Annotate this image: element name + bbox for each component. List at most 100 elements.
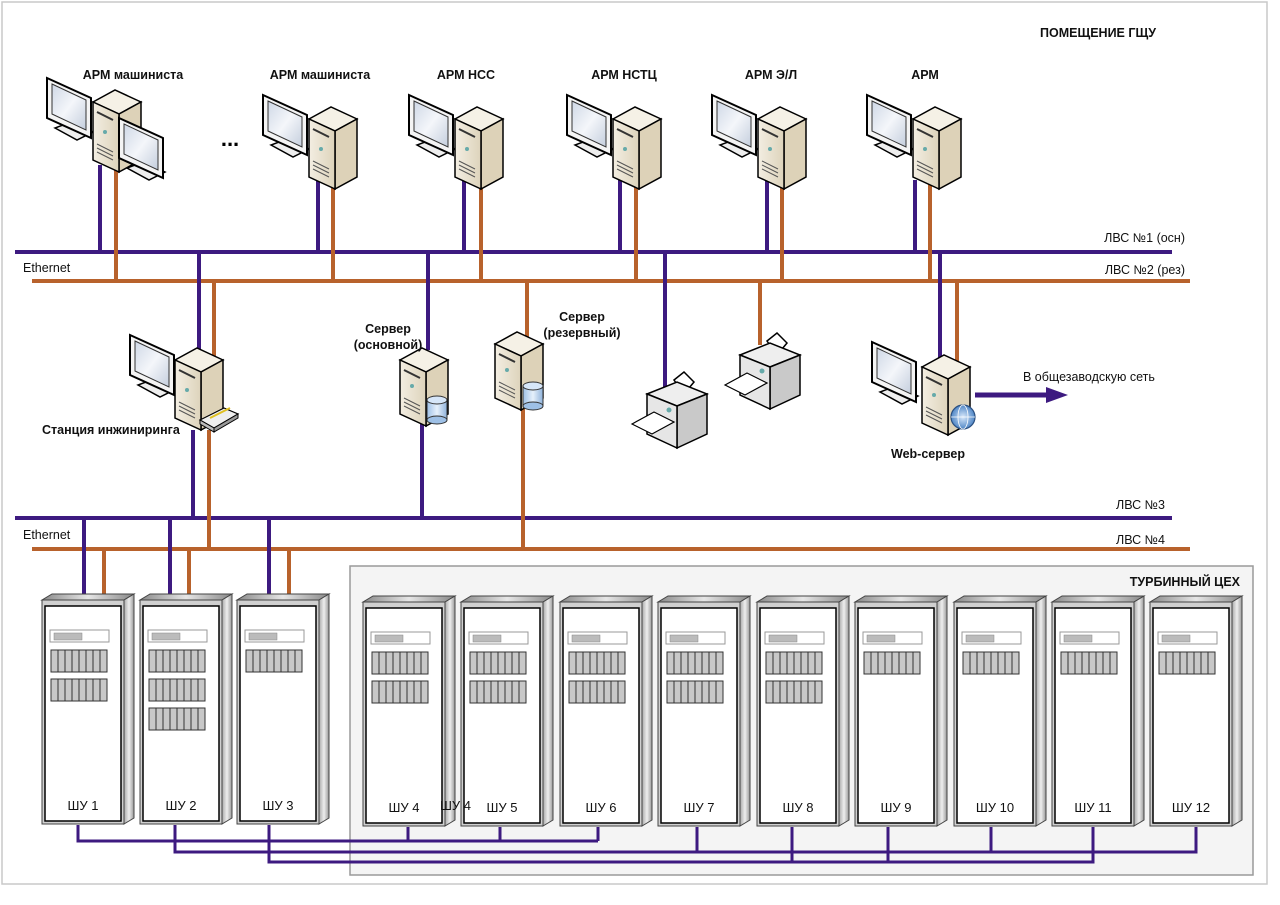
workstation[interactable] bbox=[408, 93, 505, 191]
lan4-label: ЛВС №4 bbox=[1116, 533, 1165, 547]
io-module bbox=[863, 651, 921, 675]
cabinet-label: ШУ 8 bbox=[782, 800, 813, 815]
workstation[interactable] bbox=[866, 93, 963, 191]
cabinet-label: ШУ 10 bbox=[976, 800, 1014, 815]
io-module bbox=[765, 680, 823, 704]
turbine-hall-title: ТУРБИННЫЙ ЦЕХ bbox=[1130, 574, 1241, 589]
workstation-label: АРМ машиниста bbox=[83, 68, 185, 82]
monitor-icon bbox=[711, 93, 760, 158]
arrow-icon bbox=[1046, 387, 1068, 403]
lan2-label: ЛВС №2 (рез) bbox=[1105, 263, 1185, 277]
cabinet-label: ШУ 11 bbox=[1074, 800, 1111, 815]
control-cabinet[interactable]: ШУ 12 bbox=[1148, 595, 1244, 827]
database-icon bbox=[522, 381, 544, 411]
computer-tower-icon bbox=[173, 347, 225, 432]
cabinets: ШУ 1 ШУ 2 ШУ 3 ШУ 4 ШУ 5 ШУ 6 ШУ 7 ШУ 8 ШУ 9 ШУ 1… bbox=[40, 593, 1244, 827]
monitor-icon bbox=[871, 340, 920, 405]
control-cabinet[interactable]: ШУ 10 bbox=[952, 595, 1048, 827]
workstation-label: АРМ машиниста bbox=[270, 68, 372, 82]
workstation-label: АРМ Э/Л bbox=[745, 68, 797, 82]
io-module bbox=[371, 680, 429, 704]
io-module bbox=[765, 651, 823, 675]
monitor-icon bbox=[118, 116, 167, 181]
cabinet-label: ШУ 12 bbox=[1172, 800, 1210, 815]
more-workstations-ellipsis: ... bbox=[221, 126, 239, 151]
computer-tower-icon bbox=[493, 331, 545, 412]
io-module bbox=[666, 651, 724, 675]
ethernet-label: Ethernet bbox=[23, 261, 71, 275]
workstation-label: АРМ bbox=[911, 68, 939, 82]
workstation[interactable] bbox=[46, 76, 167, 181]
cabinet-label: ШУ 7 bbox=[683, 800, 714, 815]
control-cabinet[interactable]: ШУ 4 bbox=[361, 595, 457, 827]
computer-tower-icon bbox=[453, 106, 505, 191]
keyboard-icon bbox=[198, 407, 240, 433]
computer-tower-icon bbox=[920, 354, 972, 437]
io-module bbox=[148, 678, 206, 702]
computer-tower-icon bbox=[307, 106, 359, 191]
io-module bbox=[1158, 651, 1216, 675]
web-server[interactable] bbox=[871, 340, 976, 437]
workstation[interactable] bbox=[262, 93, 359, 191]
devices bbox=[46, 76, 976, 450]
ethernet-label: Ethernet bbox=[23, 528, 71, 542]
io-module bbox=[962, 651, 1020, 675]
cabinet-label-duplicate: ШУ 4 bbox=[440, 798, 471, 813]
field-bus-2 bbox=[173, 825, 1198, 854]
globe-icon bbox=[950, 404, 976, 430]
database-icon bbox=[426, 395, 448, 425]
reserve-server-label: (резервный) bbox=[543, 326, 620, 340]
io-module bbox=[50, 678, 108, 702]
control-cabinet[interactable]: ШУ 11 bbox=[1050, 595, 1146, 827]
main-server[interactable] bbox=[398, 347, 450, 428]
io-module bbox=[1060, 651, 1118, 675]
monitor-icon bbox=[408, 93, 457, 158]
cabinet-label: ШУ 3 bbox=[262, 798, 293, 813]
cabinet-label: ШУ 5 bbox=[486, 800, 517, 815]
reserve-server-label: Сервер bbox=[559, 310, 605, 324]
engineering-station[interactable] bbox=[129, 333, 240, 433]
workstation[interactable] bbox=[711, 93, 808, 191]
wiring bbox=[15, 165, 1198, 864]
io-module bbox=[245, 649, 303, 673]
monitor-icon bbox=[262, 93, 311, 158]
computer-tower-icon bbox=[911, 106, 963, 191]
external-network-label: В общезаводскую сеть bbox=[1023, 370, 1155, 384]
io-module bbox=[666, 680, 724, 704]
field-bus-3 bbox=[267, 825, 1095, 864]
control-cabinet[interactable]: ШУ 7 bbox=[656, 595, 752, 827]
cabinet-label: ШУ 9 bbox=[880, 800, 911, 815]
monitor-icon bbox=[46, 76, 95, 141]
io-module bbox=[148, 649, 206, 673]
io-module bbox=[469, 680, 527, 704]
engineering-station-label: Станция инжиниринга bbox=[42, 423, 181, 437]
control-cabinet[interactable]: ШУ 8 bbox=[755, 595, 851, 827]
control-cabinet[interactable]: ШУ 1 bbox=[40, 593, 136, 825]
io-module bbox=[148, 707, 206, 731]
control-cabinet[interactable]: ШУ 9 bbox=[853, 595, 949, 827]
workstation[interactable] bbox=[566, 93, 663, 191]
main-server-label: Сервер bbox=[365, 322, 411, 336]
printer-icon bbox=[630, 370, 710, 450]
io-module bbox=[371, 651, 429, 675]
control-cabinet[interactable]: ШУ 6 bbox=[558, 595, 654, 827]
io-module bbox=[568, 680, 626, 704]
field-bus-1 bbox=[76, 825, 598, 843]
control-cabinet[interactable]: ШУ 2 bbox=[138, 593, 234, 825]
reserve-server[interactable] bbox=[493, 331, 545, 412]
monitor-icon bbox=[129, 333, 178, 398]
main-server-label: (основной) bbox=[354, 338, 423, 352]
monitor-icon bbox=[866, 93, 915, 158]
control-cabinet[interactable]: ШУ 3 bbox=[235, 593, 331, 825]
cabinet-label: ШУ 2 bbox=[165, 798, 196, 813]
printer[interactable] bbox=[723, 331, 803, 411]
monitor-icon bbox=[566, 93, 615, 158]
io-module bbox=[50, 649, 108, 673]
web-server-label: Web-сервер bbox=[891, 447, 965, 461]
control-cabinet[interactable]: ШУ 5 bbox=[459, 595, 555, 827]
printer[interactable] bbox=[630, 370, 710, 450]
workstation-label: АРМ НСС bbox=[437, 68, 495, 82]
computer-tower-icon bbox=[756, 106, 808, 191]
io-module bbox=[568, 651, 626, 675]
